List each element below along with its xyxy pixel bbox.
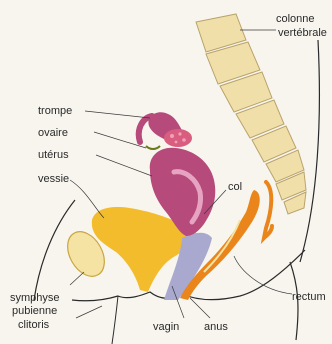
label-trompe: trompe [38,105,72,117]
label-col: col [228,181,242,193]
label-anus: anus [204,321,228,333]
label-vagin: vagin [153,321,179,333]
ovary [164,129,192,147]
label-ovaire: ovaire [38,127,68,139]
label-rectum: rectum [292,291,326,303]
label-vessie: vessie [38,173,69,185]
label-uterus: utérus [38,149,69,161]
back-outline [300,40,319,262]
label-pubienne: pubienne [12,305,57,317]
label-clitoris: clitoris [18,319,50,331]
sigmoid-colon [264,182,272,238]
label-symphyse: symphyse [10,292,60,304]
body-outline [2,6,12,300]
label-vertebrale: vertébrale [278,27,327,39]
thigh-outline [112,296,118,344]
fimbriae [146,146,160,149]
label-colonne: colonne [276,13,315,25]
